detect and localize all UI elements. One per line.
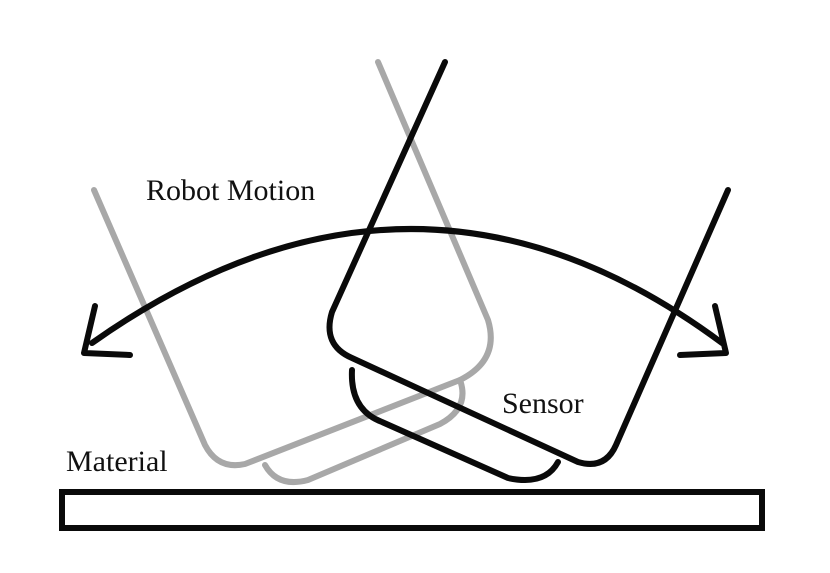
motion-arc [89, 226, 725, 346]
robot-motion-arrow [81, 226, 729, 358]
ghost-sensor-tip [262, 377, 466, 486]
ghost-sensor [91, 59, 494, 486]
ghost-sensor-body [91, 59, 494, 469]
active-sensor [326, 59, 731, 483]
active-sensor-body [326, 59, 731, 467]
left-arrowhead [81, 303, 133, 358]
material-label: Material [66, 445, 168, 478]
robot-motion-label: Robot Motion [146, 174, 315, 207]
material-slab [59, 489, 765, 531]
sensor-label: Sensor [502, 387, 584, 420]
right-arrowhead [677, 303, 729, 358]
active-sensor-tip [348, 367, 561, 483]
